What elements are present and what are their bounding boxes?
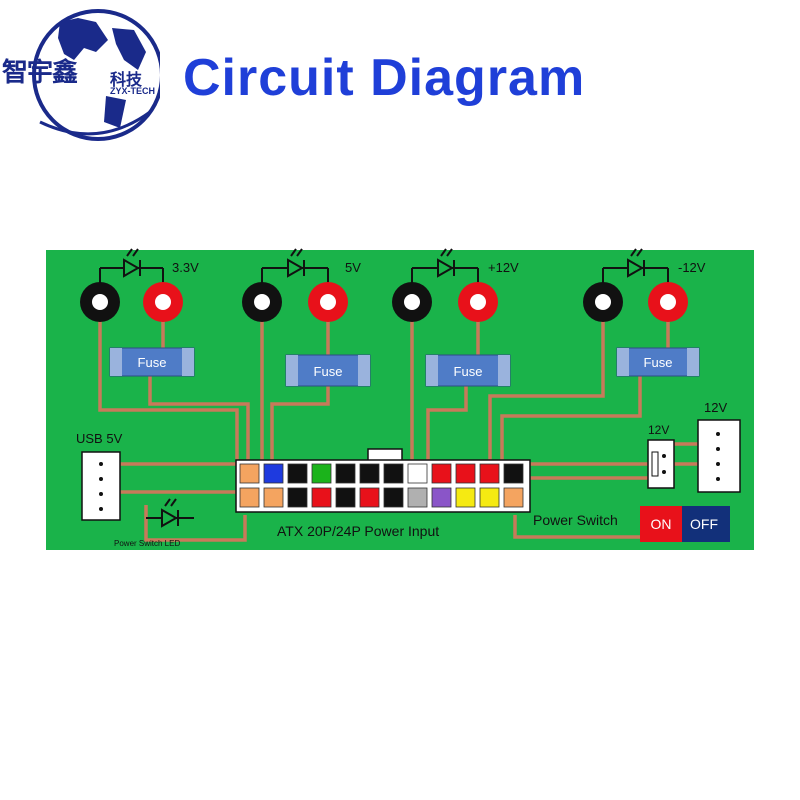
fuse-component: Fuse <box>425 354 511 387</box>
fuse-component: Fuse <box>285 354 371 387</box>
terminal-hole <box>155 294 171 310</box>
power-switch-label: Power Switch <box>533 512 618 528</box>
atx-pin <box>239 463 260 484</box>
atx-pin <box>407 463 428 484</box>
pcb-traces <box>98 312 698 542</box>
led-icon <box>99 248 164 284</box>
atx-pin <box>263 463 284 484</box>
connector-12v-small <box>647 439 675 489</box>
atx-pin <box>407 487 428 508</box>
globe-swoosh <box>39 110 151 136</box>
atx-connector <box>235 448 531 513</box>
brand-suffix-cn: 科技 <box>110 70 143 89</box>
usb-label: USB 5V <box>76 431 123 446</box>
fuse-label: Fuse <box>454 364 483 379</box>
atx-pin <box>263 487 284 508</box>
atx-pin <box>311 463 332 484</box>
led-icon <box>411 248 479 284</box>
fuse-component: Fuse <box>109 347 195 377</box>
atx-pin <box>239 487 260 508</box>
connector-12v-large <box>697 419 741 493</box>
atx-latch <box>367 448 403 462</box>
terminal-hole <box>320 294 336 310</box>
atx-pin <box>335 487 356 508</box>
rail-5v: 5V Fuse <box>242 248 371 387</box>
globe-ring <box>32 9 160 141</box>
atx-label: ATX 20P/24P Power Input <box>277 523 439 539</box>
atx-pin <box>311 487 332 508</box>
atx-pin <box>479 463 500 484</box>
switch-off-side <box>682 506 730 542</box>
atx-pin <box>359 463 380 484</box>
fuse-component: Fuse <box>616 347 700 377</box>
terminal-hole <box>660 294 676 310</box>
brand-name-en: ZYX-TECH <box>110 86 155 96</box>
connector-12v-small-label: 12V <box>648 423 669 437</box>
fuse-label: Fuse <box>644 355 673 370</box>
led-icon <box>602 248 669 284</box>
brand-logo <box>32 9 160 141</box>
rail-plus12v: +12V Fuse <box>392 248 519 387</box>
atx-pin <box>383 463 404 484</box>
power-switch-led-icon <box>146 498 194 528</box>
terminal-hole <box>470 294 486 310</box>
continent-shape-2 <box>112 28 146 70</box>
atx-pin <box>287 463 308 484</box>
atx-pin <box>455 463 476 484</box>
continent-shape <box>58 18 108 60</box>
page-title: Circuit Diagram <box>183 49 586 107</box>
continent-shape-3 <box>104 96 126 128</box>
atx-pin <box>335 463 356 484</box>
terminal-hole <box>404 294 420 310</box>
rail-label: 3.3V <box>172 260 199 275</box>
switch-on-side <box>640 506 682 542</box>
connector-12v-large-label: 12V <box>704 400 727 415</box>
atx-pin-grid <box>239 463 524 508</box>
atx-pin <box>359 487 380 508</box>
led-icon <box>261 248 329 284</box>
atx-pin <box>431 487 452 508</box>
rail-3v3: 3.3V Fuse <box>80 248 199 377</box>
switch-on-label: ON <box>651 516 672 532</box>
rail-label: 5V <box>345 260 361 275</box>
atx-pin <box>455 487 476 508</box>
power-switch: ON OFF <box>640 506 730 542</box>
fuse-label: Fuse <box>138 355 167 370</box>
atx-pin <box>383 487 404 508</box>
terminal-hole <box>595 294 611 310</box>
rail-label: +12V <box>488 260 519 275</box>
atx-pin <box>503 487 524 508</box>
atx-pin <box>287 487 308 508</box>
rail-minus12v: -12V Fuse <box>583 248 706 377</box>
fuse-label: Fuse <box>314 364 343 379</box>
atx-pin <box>479 487 500 508</box>
terminal-hole <box>254 294 270 310</box>
power-switch-led-label: Power Switch LED <box>114 539 180 548</box>
atx-pin <box>503 463 524 484</box>
brand-name-cn: 智宇鑫 <box>2 58 78 88</box>
switch-off-label: OFF <box>690 516 718 532</box>
rail-label: -12V <box>678 260 706 275</box>
terminal-hole <box>92 294 108 310</box>
usb-connector <box>81 451 121 521</box>
atx-pin <box>431 463 452 484</box>
